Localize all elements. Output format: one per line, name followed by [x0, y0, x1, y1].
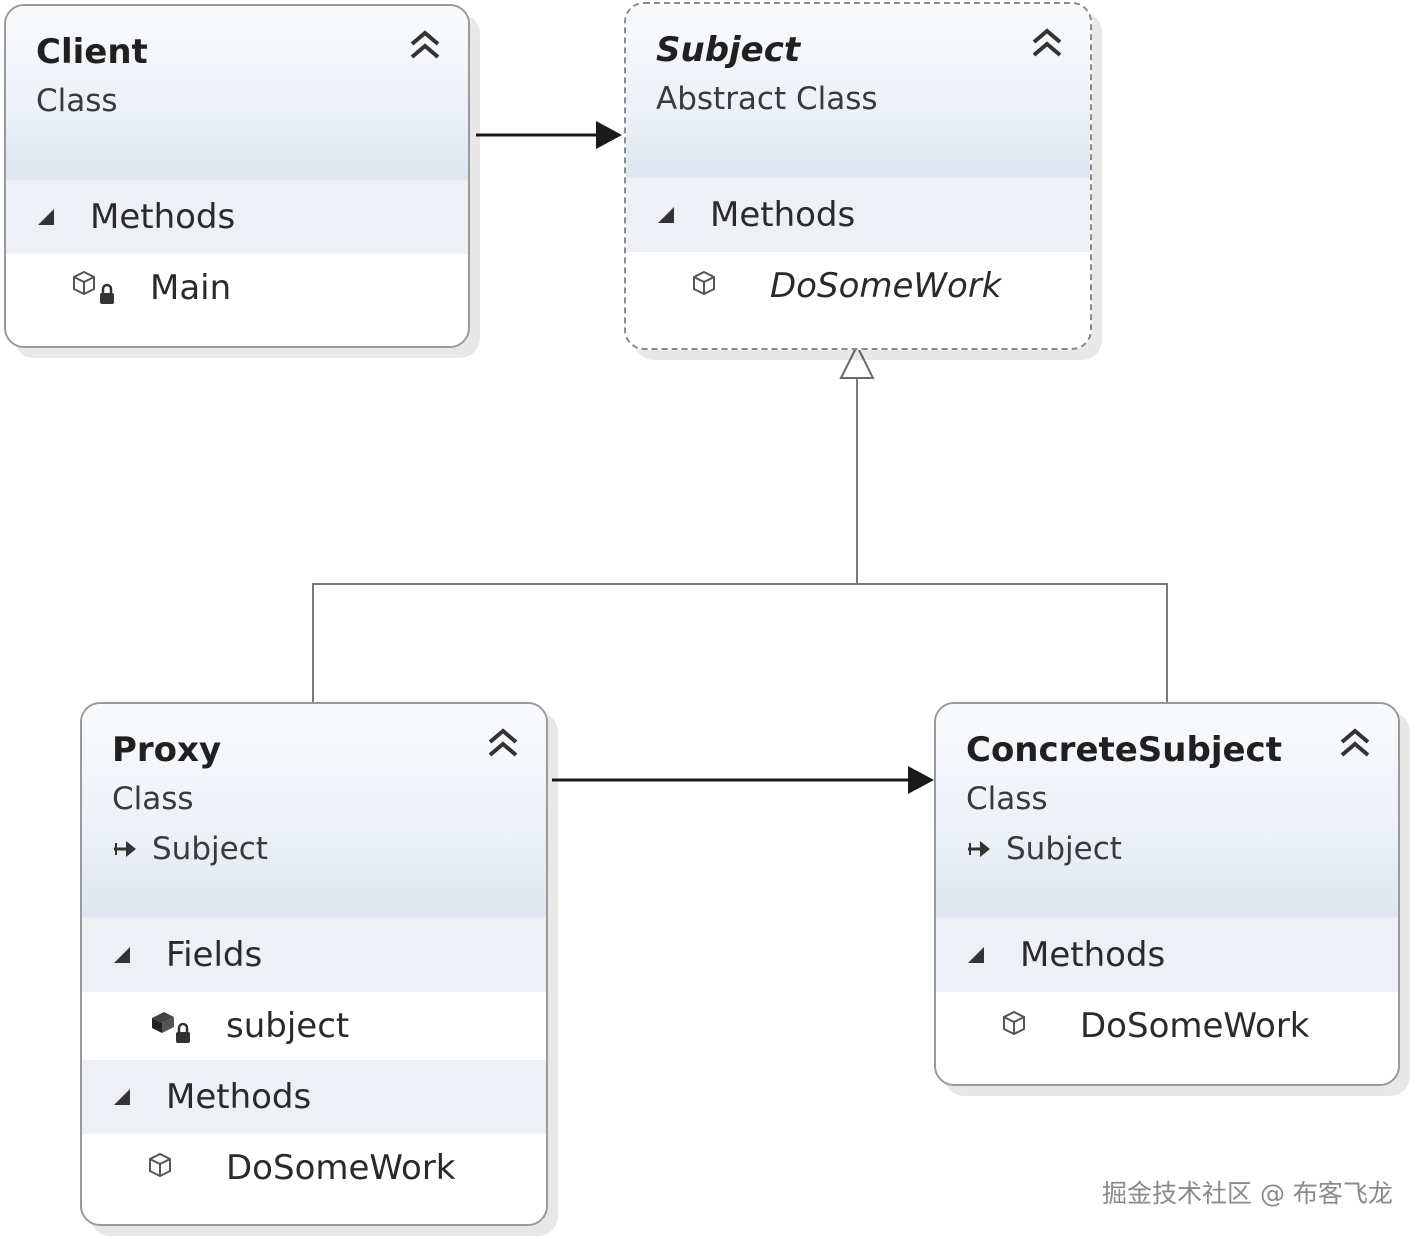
class-proxy-header: Proxy Class Subject	[82, 704, 546, 918]
section-methods[interactable]: Methods	[626, 178, 1090, 252]
parent-label: Subject	[1006, 831, 1122, 867]
inherits-arrow-icon	[968, 841, 990, 857]
class-name: ConcreteSubject	[966, 730, 1282, 770]
collapse-chevron-icon[interactable]	[486, 726, 520, 760]
class-parent: Subject	[966, 824, 1368, 874]
watermark: 掘金技术社区 @ 布客飞龙	[1102, 1179, 1393, 1208]
association-client-subject-arrowhead	[596, 121, 622, 149]
section-fields[interactable]: Fields	[82, 918, 546, 992]
member-main[interactable]: Main	[6, 254, 468, 322]
class-subject-header: Subject Abstract Class	[626, 4, 1090, 178]
member-dosomework[interactable]: DoSomeWork	[82, 1134, 546, 1202]
section-title: Methods	[1020, 935, 1166, 975]
section-title: Fields	[166, 935, 263, 975]
expand-triangle-icon[interactable]	[966, 945, 986, 965]
class-kind: Class	[112, 781, 194, 817]
expand-triangle-icon[interactable]	[656, 205, 676, 225]
inherits-arrow-icon	[114, 841, 136, 857]
collapse-chevron-icon[interactable]	[408, 28, 442, 62]
inheritance-proxy-branch	[312, 583, 857, 702]
section-title: Methods	[90, 197, 236, 237]
method-icon	[1003, 1010, 1025, 1036]
inheritance-concrete-branch	[857, 583, 1168, 702]
collapse-chevron-icon[interactable]	[1030, 26, 1064, 60]
class-client[interactable]: Client Class Methods Main	[4, 4, 470, 348]
member-dosomework[interactable]: DoSomeWork	[936, 992, 1398, 1060]
section-title: Methods	[710, 195, 856, 235]
class-kind: Abstract Class	[656, 81, 878, 117]
class-name: Proxy	[112, 730, 222, 770]
expand-triangle-icon[interactable]	[36, 207, 56, 227]
class-concretesubject-header: ConcreteSubject Class Subject	[936, 704, 1398, 918]
member-label: subject	[226, 1006, 350, 1046]
method-icon	[149, 1152, 171, 1178]
member-label: Main	[150, 268, 232, 308]
private-field-icon	[152, 1012, 190, 1043]
collapse-chevron-icon[interactable]	[1338, 726, 1372, 760]
member-subject-field[interactable]: subject	[82, 992, 546, 1060]
association-proxy-concrete-arrowhead	[908, 766, 934, 794]
section-methods[interactable]: Methods	[936, 918, 1398, 992]
member-dosomework[interactable]: DoSomeWork	[626, 252, 1090, 320]
section-title: Methods	[166, 1077, 312, 1117]
class-subject[interactable]: Subject Abstract Class Methods DoSomeWor…	[624, 2, 1092, 350]
private-method-icon	[73, 270, 114, 304]
inheritance-triangle-icon	[839, 343, 875, 379]
member-label: DoSomeWork	[226, 1148, 456, 1188]
method-icon	[693, 270, 715, 296]
class-proxy[interactable]: Proxy Class Subject Fields subject	[80, 702, 548, 1226]
class-name: Client	[36, 32, 148, 72]
section-methods[interactable]: Methods	[82, 1060, 546, 1134]
expand-triangle-icon[interactable]	[112, 1087, 132, 1107]
class-kind: Class	[966, 781, 1048, 817]
class-name: Subject	[656, 30, 801, 70]
class-kind: Class	[36, 83, 118, 119]
member-label: DoSomeWork	[770, 266, 1002, 306]
section-methods[interactable]: Methods	[6, 180, 468, 254]
class-parent: Subject	[112, 824, 516, 874]
expand-triangle-icon[interactable]	[112, 945, 132, 965]
class-concretesubject[interactable]: ConcreteSubject Class Subject Methods Do…	[934, 702, 1400, 1086]
member-label: DoSomeWork	[1080, 1006, 1310, 1046]
class-client-header: Client Class	[6, 6, 468, 180]
parent-label: Subject	[152, 831, 268, 867]
